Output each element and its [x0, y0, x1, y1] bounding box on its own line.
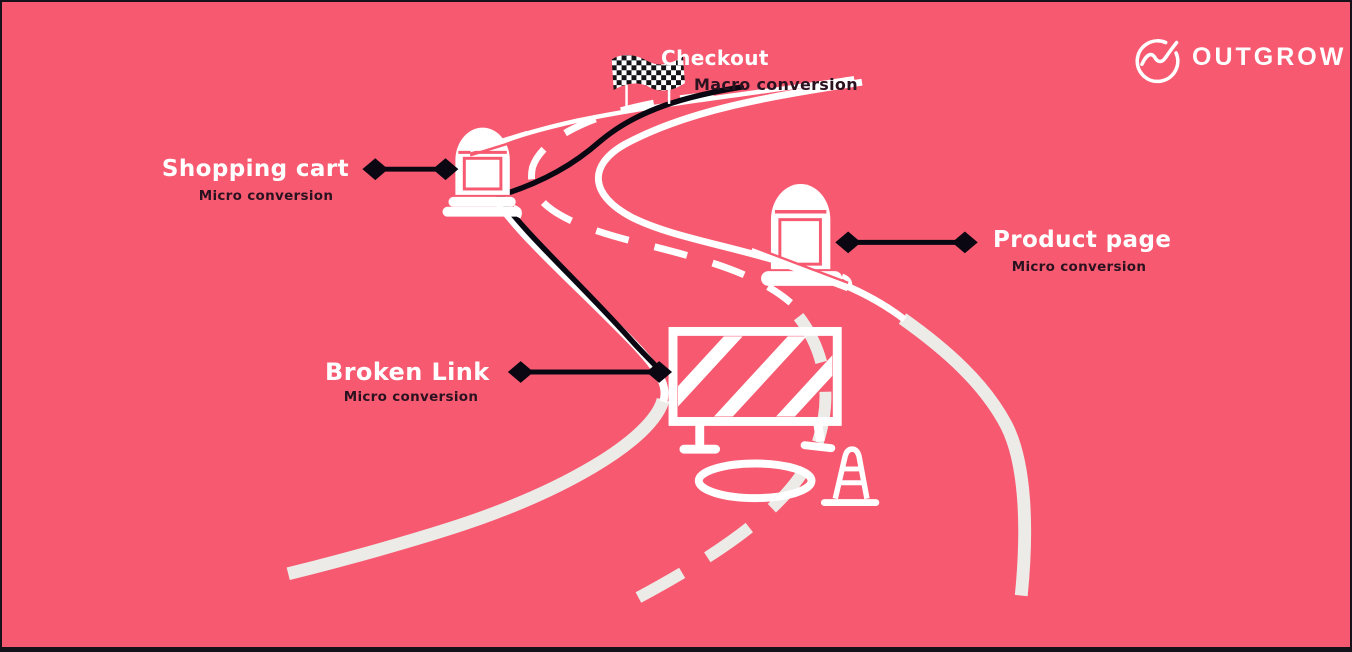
- product-page-title: Product page: [993, 227, 1172, 253]
- milestone-product-page-icon: [749, 184, 853, 292]
- road-center-dashes-upper: [528, 91, 793, 306]
- checkout-title: Checkout: [661, 46, 769, 70]
- road-right-edge-upper: [594, 78, 907, 323]
- barrier-icon: [668, 326, 842, 454]
- shopping-cart-title: Shopping cart: [161, 156, 349, 182]
- checkout-subtitle: Macro conversion: [694, 75, 858, 94]
- shopping-cart-subtitle: Micro conversion: [198, 188, 334, 204]
- pothole-icon: [694, 459, 816, 503]
- broken-link-subtitle: Micro conversion: [343, 389, 479, 405]
- connector-shopping-cart: [362, 158, 459, 181]
- outgrow-logo-text: OUTGROW: [1192, 43, 1347, 71]
- milestone-shopping-cart-icon: [442, 127, 529, 219]
- road-center-dashes-lower: [635, 312, 832, 603]
- road-right-edge-lower: [898, 313, 1032, 597]
- traffic-cone-icon: [820, 446, 880, 507]
- broken-link-title: Broken Link: [325, 358, 490, 386]
- connector-product-page: [835, 231, 978, 254]
- product-page-subtitle: Micro conversion: [1011, 259, 1147, 275]
- outgrow-logo-icon: [1135, 39, 1180, 84]
- road-left-edge-lower: [286, 397, 670, 581]
- road: [286, 75, 1032, 603]
- finish-flag-icon: [611, 54, 685, 110]
